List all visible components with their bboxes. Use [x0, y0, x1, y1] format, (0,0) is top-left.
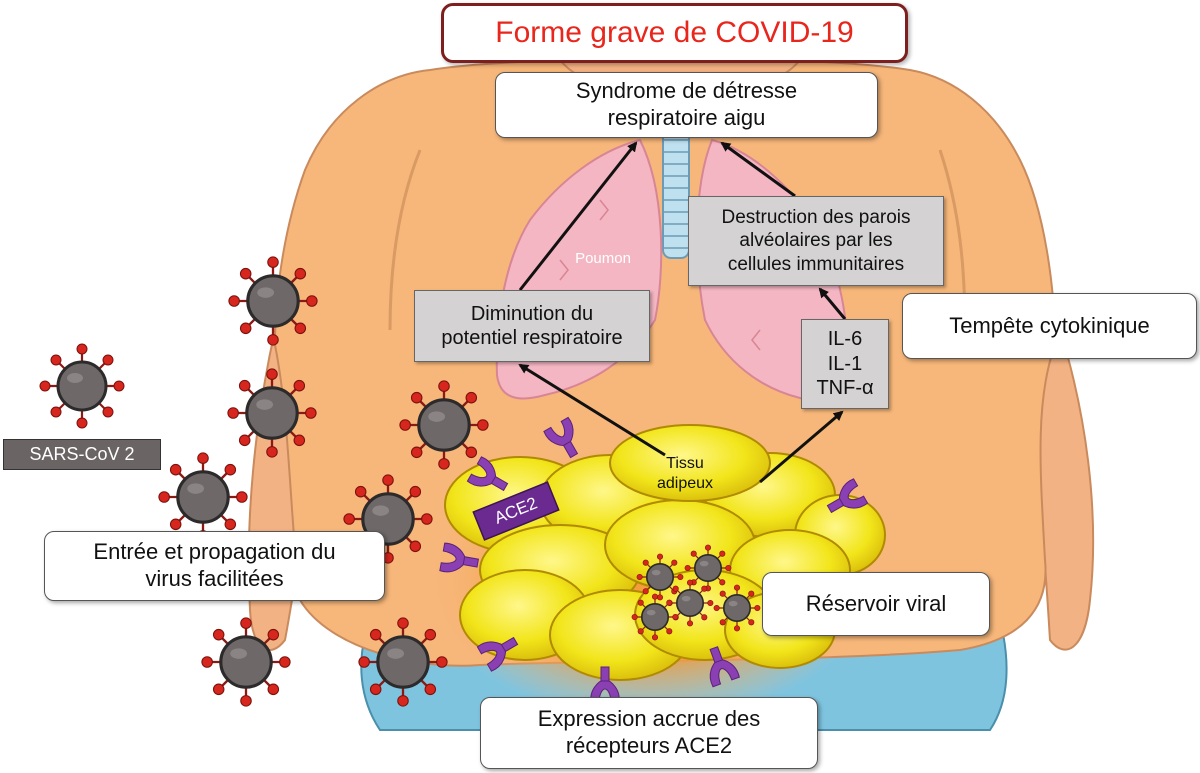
reservoir-label: Réservoir viral [762, 572, 990, 636]
expression-label: Expression accrue des récepteurs ACE2 [480, 697, 818, 769]
cytokines-label: IL-6 IL-1 TNF-α [801, 319, 889, 409]
arrow-cytokines-to-destruction [818, 287, 847, 320]
sars-cov2-label: SARS-CoV 2 [3, 439, 161, 470]
arrow-destruction-to-sdra [720, 141, 796, 198]
poumon-label: Poumon [575, 249, 631, 267]
diminution-label: Diminution du potentiel respiratoire [414, 290, 650, 362]
tempete-label: Tempête cytokinique [902, 293, 1197, 359]
tissu-label: Tissu adipeux [656, 455, 714, 492]
arrow-tissue-to-diminution [518, 363, 666, 457]
sdra-label: Syndrome de détresse respiratoire aigu [495, 72, 878, 138]
causal-arrows [518, 141, 847, 484]
ace2-badge [472, 481, 560, 541]
entree-label: Entrée et propagation du virus facilitée… [44, 531, 385, 601]
arrow-tissue-to-cytokines [759, 410, 844, 484]
arrow-diminution-to-sdra [518, 141, 638, 291]
diagram-title: Forme grave de COVID-19 [441, 3, 908, 63]
destruction-label: Destruction des parois alvéolaires par l… [688, 196, 944, 286]
